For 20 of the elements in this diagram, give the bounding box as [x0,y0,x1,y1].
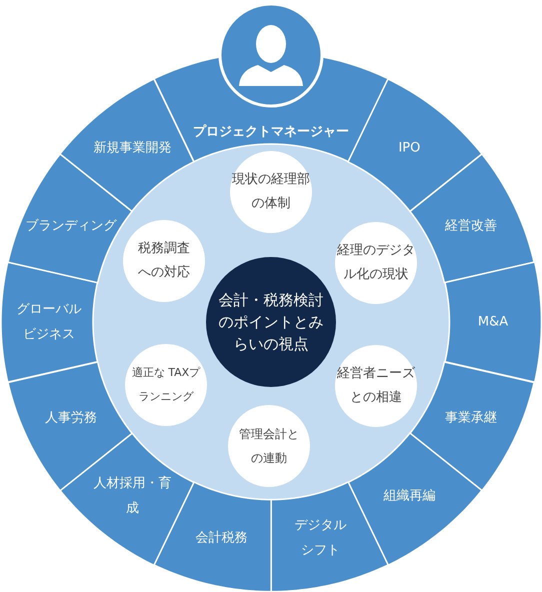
segment-label: グローバルビジネス [16,300,82,344]
segment-label: 新規事業開発 [92,140,173,158]
topic-label: 現状の経理部の体制 [231,171,311,213]
topic-label: 税務調査への対応 [137,240,191,282]
segment-label: プロジェクトマネージャー [192,123,350,142]
segment-label: 経営改善 [444,217,498,236]
segment-label: 人事労務 [44,410,98,428]
segment-label: デジタルシフト [293,517,348,560]
segment-label: IPO [397,140,422,158]
segment-label: 組織再編 [382,487,436,506]
topic-label: 経営者ニーズとの相違 [336,365,416,407]
segment-label: ブランディング [24,217,118,236]
topic-label: 経理のデジタル化の現状 [336,242,416,284]
segment-label: M&A [476,313,510,332]
topic-label: 適正な TAXプランニング [130,365,202,405]
segment-label: 人材採用・育成 [92,474,173,518]
topic-label: 管理会計との連動 [238,426,300,467]
segment-label: 事業承継 [444,410,498,428]
segment-label: 会計税務 [194,530,249,548]
center-label: 会計・税務検討のポイントとみらいの視点 [218,290,324,355]
